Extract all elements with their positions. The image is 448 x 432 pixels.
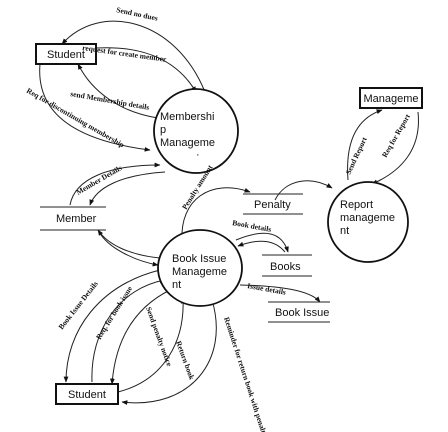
flow-book-issue-details: [63, 269, 161, 383]
store-member[interactable]: Member: [40, 206, 106, 231]
flow-penalty-amount: [181, 187, 251, 241]
flow-member-details-b: [89, 171, 166, 206]
entity-student-bottom[interactable]: Student: [55, 383, 119, 405]
process-label-line: p: [160, 124, 166, 136]
flow-label-req-book-issue: Req. for book issue: [94, 284, 134, 341]
entity-manager[interactable]: Manageme: [359, 87, 423, 109]
process-label-line: nt: [340, 225, 349, 237]
flow-label-send-report: Send Report: [344, 135, 369, 176]
flow-reminder: [121, 299, 217, 406]
flow-send-penalty-notice: [110, 289, 171, 385]
flow-label-book-details: Book details: [232, 218, 272, 234]
flow-label-book-issue-details: Book Issue Details: [56, 279, 99, 331]
flow-penalty-report: [274, 180, 333, 201]
process-label-line: manageme: [340, 212, 395, 224]
store-label: Book Issue: [275, 307, 329, 319]
flow-request-create: [95, 47, 197, 93]
store-penalty[interactable]: Penalty: [243, 193, 303, 215]
flow-label-send-penalty-notice: Send penalty notice: [144, 306, 174, 368]
flow-member-bookissue-a: [97, 229, 159, 267]
flow-send-report: [347, 109, 383, 181]
flow-label-req-for-report: Req for Report: [380, 112, 412, 159]
flow-lines: [39, 20, 419, 406]
process-label-line: Membershi: [160, 111, 214, 123]
flow-req-discontinue: [39, 63, 151, 152]
process-label-line: Manageme: [160, 137, 215, 149]
flow-return-book: [117, 297, 186, 393]
store-books[interactable]: Books: [262, 254, 312, 277]
flow-label-issue-details: Issue details: [247, 281, 287, 297]
process-book-issue[interactable]: Book Issue Manageme nt: [157, 229, 243, 307]
entity-label: Manageme: [363, 93, 418, 105]
process-report[interactable]: Report manageme nt: [327, 181, 409, 263]
entity-student-top[interactable]: Student: [35, 43, 97, 65]
flow-issue-details: [239, 284, 321, 303]
flow-label-return-book: Return book: [174, 340, 197, 382]
flow-label-send-no-dues: Send no dues: [116, 5, 159, 23]
flow-book-details-b: [237, 240, 286, 253]
flow-send-no-dues: [61, 20, 206, 93]
flow-req-report: [371, 111, 419, 185]
process-label-line: Report: [340, 199, 373, 211]
process-label-line: Manageme: [172, 266, 227, 278]
flow-send-membership: [77, 63, 159, 119]
flow-label-reminder: Reminder for return book with penalty: [222, 316, 269, 432]
flow-member-bookissue-b: [97, 229, 161, 259]
store-label: Penalty: [254, 199, 291, 211]
store-label: Books: [270, 261, 301, 273]
process-label-line: Book Issue: [172, 253, 226, 265]
flow-book-details-a: [235, 232, 289, 253]
process-label-line: nt: [172, 279, 181, 291]
store-label: Member: [56, 213, 97, 225]
process-label-line: ·: [196, 149, 200, 161]
flow-member-details-a: [69, 162, 161, 206]
entity-label: Student: [68, 389, 106, 401]
store-book-issue[interactable]: Book Issue: [268, 301, 330, 323]
flow-label-send-membership: send Membership details: [70, 89, 150, 112]
entity-label: Student: [47, 49, 85, 61]
flow-req-book-issue: [91, 278, 166, 383]
process-membership[interactable]: Membershi p Manageme ·: [153, 88, 239, 174]
